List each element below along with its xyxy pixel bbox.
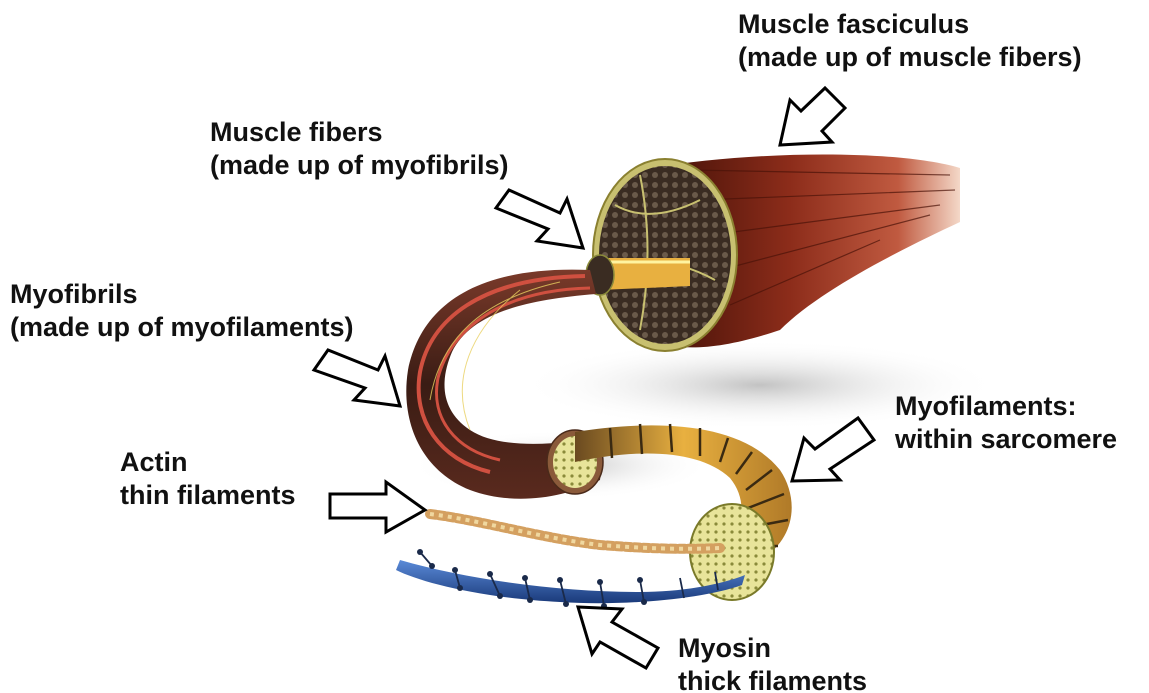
actin-filament — [430, 514, 720, 549]
myosin-arrow — [578, 607, 658, 668]
label-line: within sarcomere — [895, 423, 1117, 456]
label-muscle-fibers: Muscle fibers (made up of myofibrils) — [210, 116, 509, 182]
label-myofibrils: Myofibrils (made up of myofilaments) — [10, 278, 354, 344]
label-line: Muscle fasciculus — [738, 8, 1082, 41]
label-line: Muscle fibers — [210, 116, 509, 149]
fasciculus-arrow — [780, 88, 845, 145]
sarcomere-band — [575, 424, 792, 600]
label-line: Myofilaments: — [895, 390, 1117, 423]
label-line: (made up of myofibrils) — [210, 149, 509, 182]
fibers-arrow — [496, 190, 583, 248]
label-line: (made up of myofilaments) — [10, 311, 354, 344]
label-line: Myosin — [678, 632, 867, 665]
label-line: thick filaments — [678, 665, 867, 693]
label-line: thin filaments — [120, 479, 296, 512]
label-line: (made up of muscle fibers) — [738, 41, 1082, 74]
myofibrils-arrow — [314, 350, 400, 406]
label-actin: Actin thin filaments — [120, 446, 296, 512]
label-muscle-fasciculus: Muscle fasciculus (made up of muscle fib… — [738, 8, 1082, 74]
label-line: Myofibrils — [10, 278, 354, 311]
label-myofilaments: Myofilaments: within sarcomere — [895, 390, 1117, 456]
actin-arrow — [330, 482, 425, 532]
muscle-fasciculus — [593, 155, 960, 352]
label-myosin: Myosin thick filaments — [678, 632, 867, 693]
label-line: Actin — [120, 446, 296, 479]
